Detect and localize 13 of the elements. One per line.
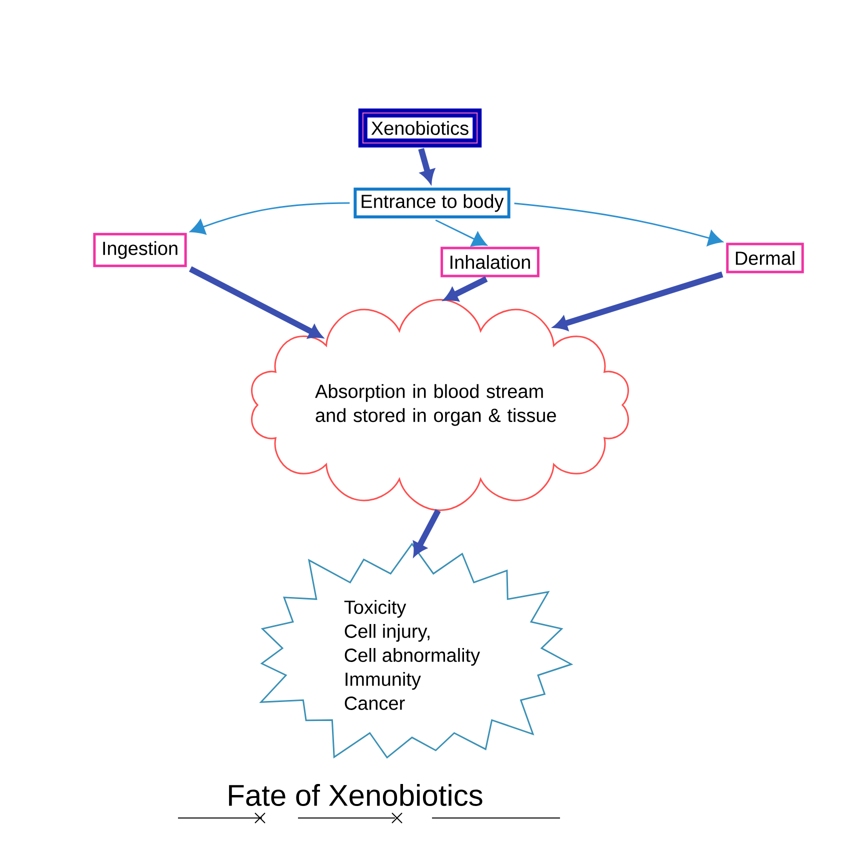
arrow <box>514 202 723 246</box>
arrow <box>413 509 441 556</box>
arrow <box>444 276 488 302</box>
route-box: Inhalation <box>440 246 540 278</box>
route-box: Dermal <box>726 242 804 274</box>
process-box: Entrance to body <box>354 188 510 218</box>
title: Fate of Xenobiotics <box>229 784 482 806</box>
route-box: Ingestion <box>93 232 187 268</box>
arrow <box>418 148 434 183</box>
arrow <box>190 202 350 235</box>
title-box: Xenobiotics <box>358 108 482 148</box>
arrow <box>188 266 322 338</box>
arrow <box>435 219 488 247</box>
